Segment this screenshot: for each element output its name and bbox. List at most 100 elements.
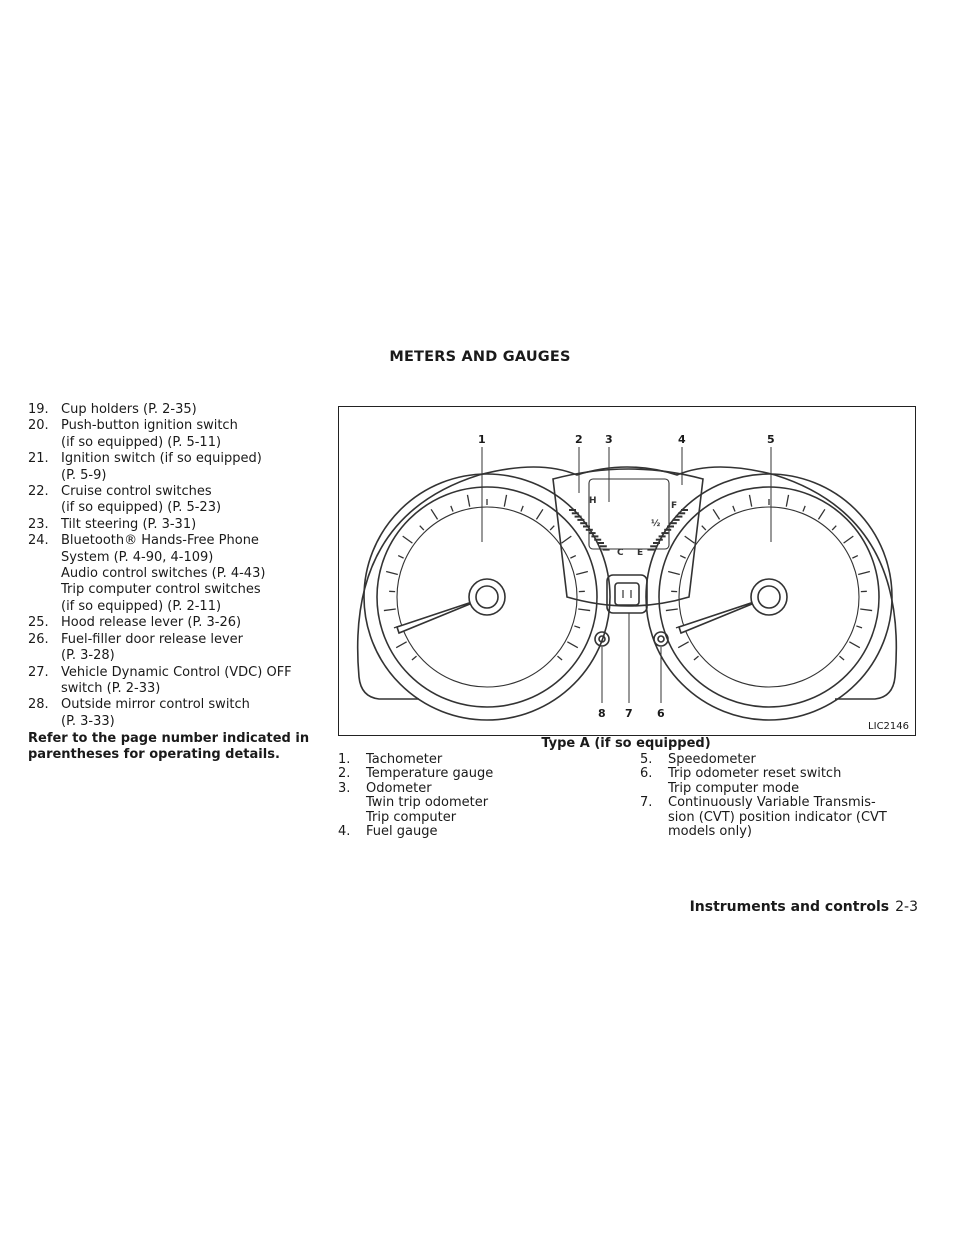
list-item-line: (if so equipped) (P. 5-23) <box>61 500 222 516</box>
list-item-text: Outside mirror control switch(P. 3-33) <box>61 697 333 730</box>
legend-left-item-line: Trip computer <box>366 809 457 825</box>
speedometer-tick <box>839 655 845 661</box>
list-item-number: 27. <box>28 664 49 680</box>
tachometer-tick <box>520 505 524 512</box>
tachometer-tick <box>570 554 577 559</box>
list-item-number: 28. <box>28 697 49 713</box>
legend-left-item-number: 3. <box>338 780 351 796</box>
tachometer-tick <box>430 508 439 520</box>
list-item-line: Outside mirror control switch <box>61 697 250 713</box>
tachometer-tick <box>549 525 555 531</box>
legend-left-item-line: Tachometer <box>366 752 443 767</box>
odometer-window <box>588 478 670 550</box>
temp-gauge-segment <box>585 528 593 531</box>
tachometer-tick <box>535 508 544 520</box>
tachometer-tick <box>402 535 413 544</box>
tachometer-tick <box>503 494 508 507</box>
temp-gauge-segment <box>569 509 576 511</box>
list-item-line: Vehicle Dynamic Control (VDC) OFF <box>61 664 292 680</box>
legend-left-item-line: Odometer <box>366 780 432 796</box>
list-item-line: System (P. 4-90, 4-109) <box>61 549 214 565</box>
legend-right-item-line: Trip computer mode <box>668 780 800 796</box>
list-item-text: Hood release lever (P. 3-26) <box>61 615 333 631</box>
list-item-text: Cruise control switches(if so equipped) … <box>61 484 333 517</box>
fuel-gauge-segment <box>675 515 683 518</box>
list-item-text: Cup holders (P. 2-35) <box>61 402 333 418</box>
list-item-line: Cup holders (P. 2-35) <box>61 402 197 417</box>
footer-page-number: 2-3 <box>895 899 918 915</box>
list-item-text: Ignition switch (if so equipped)(P. 5-9) <box>61 451 333 484</box>
legend-left-item-line: Twin trip odometer <box>366 795 489 811</box>
tachometer-tick <box>383 608 396 612</box>
legend-right-item-number: 7. <box>640 795 653 811</box>
tachometer-needle <box>395 596 488 635</box>
temp-gauge-segment <box>571 512 579 515</box>
fuel-half-label: ½ <box>651 518 660 529</box>
callout-5: 5 <box>767 433 775 446</box>
fuel-empty-label: E <box>637 548 643 558</box>
tachometer-tick <box>419 525 425 531</box>
legend-right-item-text: Continuously Variable Transmis-sion (CVT… <box>668 795 910 839</box>
speedometer-needle <box>677 596 770 635</box>
tachometer-tick <box>397 554 404 559</box>
list-item: 20.Push-button ignition switch(if so equ… <box>28 418 333 451</box>
callout-8: 8 <box>598 707 606 720</box>
speedometer-tick <box>817 508 826 520</box>
fuel-gauge-segment <box>681 509 688 511</box>
tachometer-tick <box>411 655 417 661</box>
legend-right-item-number: 6. <box>640 766 653 782</box>
list-item-text: Fuel-filler door release lever(P. 3-28) <box>61 632 333 665</box>
speedometer-tick <box>701 525 707 531</box>
temp-cold-label: C <box>617 548 624 558</box>
fuel-gauge-segment <box>653 542 660 544</box>
temp-gauge-segment <box>594 538 602 541</box>
list-item-line: switch (P. 2-33) <box>61 680 161 696</box>
legend-left-item-line: Temperature gauge <box>366 766 494 782</box>
list-item-number: 19. <box>28 402 49 417</box>
speedometer-tick <box>668 570 680 576</box>
fuel-gauge-segment <box>658 535 666 538</box>
list-item-number: 23. <box>28 516 49 532</box>
temp-gauge-segment <box>602 548 610 551</box>
list-item: 23.Tilt steering (P. 3-31) <box>28 517 333 533</box>
tachometer-tick <box>574 625 581 629</box>
list-item-line: Ignition switch (if so equipped) <box>61 451 262 467</box>
list-item: 21.Ignition switch (if so equipped)(P. 5… <box>28 451 333 484</box>
tachometer-bezel <box>363 473 611 721</box>
list-item-line: (if so equipped) (P. 2-11) <box>61 598 222 614</box>
list-item: 28. Outside mirror control switch(P. 3-33… <box>28 697 333 730</box>
temp-hot-label: H <box>589 496 597 506</box>
control-list: 19. Cup holders (P. 2-35)20.Push-button i… <box>28 402 333 763</box>
legend-left-item-number: 2. <box>338 766 351 782</box>
speedometer-tick <box>675 625 682 629</box>
callout-3: 3 <box>605 433 613 446</box>
fuel-gauge-segment <box>672 518 680 521</box>
tachometer-tick <box>567 641 579 649</box>
speedometer-bezel <box>645 473 893 721</box>
speedometer-tick <box>684 535 695 544</box>
callout-7: 7 <box>625 707 633 720</box>
temp-gauge-segment <box>597 542 604 544</box>
list-item-line: (P. 3-28) <box>61 648 115 664</box>
temp-gauge-segment <box>580 522 588 525</box>
fuel-gauge-segment <box>664 528 672 531</box>
list-item-line: Trip computer control switches <box>61 582 261 598</box>
temp-gauge-segment <box>599 545 607 548</box>
legend-right-item: 7. Continuously Variable Transmis-sion (C… <box>640 795 910 839</box>
section-title: METERS AND GAUGES <box>389 349 571 365</box>
tachometer-tick <box>450 505 454 512</box>
list-items: 19. Cup holders (P. 2-35)20.Push-button i… <box>28 402 333 730</box>
cvt-indicator-box <box>606 574 648 614</box>
list-item-line: Hood release lever (P. 3-26) <box>61 615 242 631</box>
fuel-full-label: F <box>671 501 677 511</box>
list-item-line: Cruise control switches <box>61 484 212 500</box>
legend-left-item-line: Fuel gauge <box>366 824 438 840</box>
temp-gauge-segment <box>588 532 596 535</box>
list-item-number: 25. <box>28 615 49 631</box>
